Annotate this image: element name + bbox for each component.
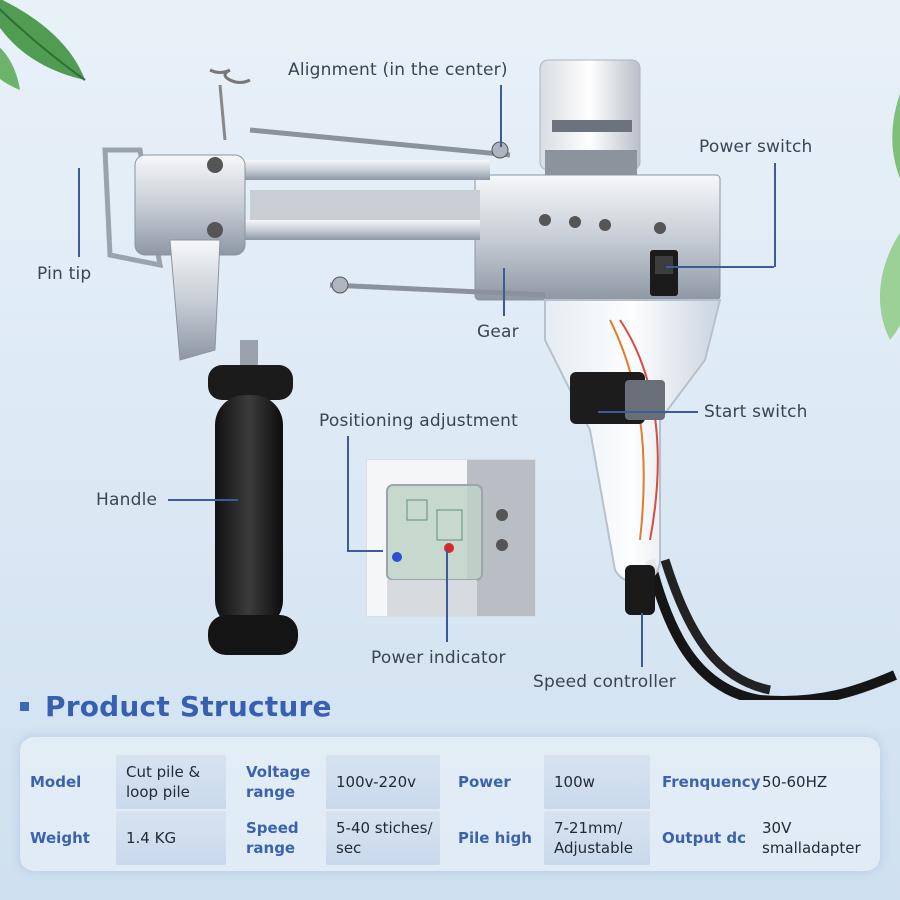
callout-positioning-adjustment: Positioning adjustment [319,411,518,431]
gear-leader-line [503,268,505,316]
spec-label-pile: Pile high [458,829,532,847]
specs-table: Model Cut pile & loop pile Voltage range… [20,737,880,871]
callout-power-switch: Power switch [699,137,813,157]
spec-value-output: 30V smalladapter [762,819,861,857]
spec-label-model: Model [30,773,82,791]
power-indicator-leader-line [446,550,448,642]
spec-label-output: Output dc [662,829,747,847]
callout-start-switch: Start switch [704,402,808,422]
spec-label-speed: Speed range [246,819,299,857]
power-indicator-detail-image [366,459,536,617]
callout-handle: Handle [96,490,158,510]
spec-value-frequency: 50-60HZ [762,773,828,791]
spec-value-weight: 1.4 KG [116,811,226,865]
handle-leader-line [168,499,238,501]
spec-label-weight: Weight [30,829,90,847]
leaf-decoration-icon [880,93,900,340]
bullet-icon [20,702,29,711]
callout-gear: Gear [477,322,519,342]
spec-value-model: Cut pile & loop pile [116,755,226,809]
section-title: Product Structure [45,690,332,723]
callout-pin-tip: Pin tip [37,264,92,284]
spec-value-pile: 7-21mm/ Adjustable [544,811,650,865]
spec-label-power: Power [458,773,511,791]
pin-tip-leader-line [78,168,80,257]
tufting-gun-illustration [102,59,897,700]
start-switch-leader-line [598,411,698,413]
speed-controller-leader-line [641,613,643,667]
callout-alignment: Alignment (in the center) [288,60,508,80]
callout-speed-controller: Speed controller [533,672,676,692]
spec-label-frequency: Frenquency [662,773,761,791]
power-switch-leader-v [774,163,776,267]
power-switch-leader-h [666,266,774,268]
spec-label-voltage: Voltage range [246,763,311,801]
positioning-leader-h [347,550,383,552]
spec-value-speed: 5-40 stiches/ sec [326,811,440,865]
callout-power-indicator: Power indicator [371,648,506,668]
positioning-leader-v [347,436,349,551]
leaf-decoration-icon [0,0,86,90]
spec-value-voltage: 100v-220v [326,755,440,809]
spec-value-power: 100w [544,755,650,809]
section-header: Product Structure [20,690,332,723]
alignment-leader-line [500,85,502,147]
